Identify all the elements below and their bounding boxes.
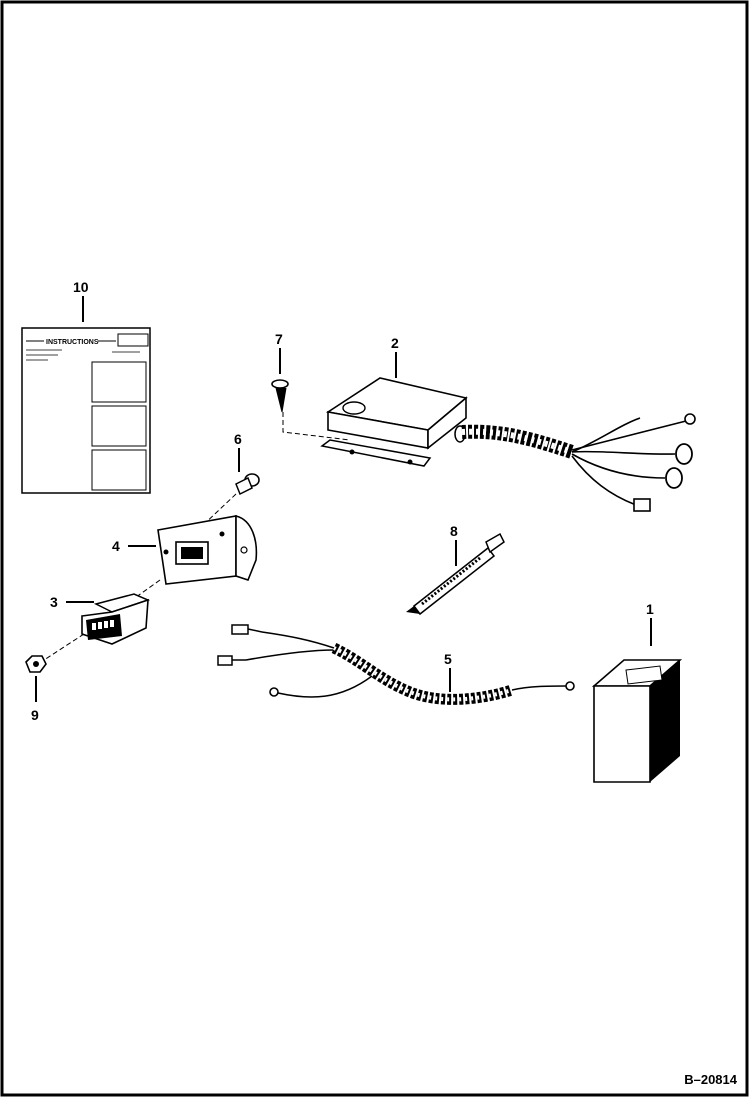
part-9-nut [25, 655, 47, 673]
part-6-bolt [235, 473, 260, 496]
part-2-control-box [320, 377, 696, 512]
callout-8: 8 [450, 523, 458, 539]
meter-hidden-line [43, 633, 85, 661]
callout-5: 5 [444, 651, 452, 667]
callout-6: 6 [234, 431, 242, 447]
figure-reference: B–20814 [684, 1072, 738, 1087]
callout-2: 2 [391, 335, 399, 351]
part-1-module [591, 659, 683, 783]
callout-3: 3 [50, 594, 58, 610]
callout-7: 7 [275, 331, 283, 347]
part-5-wire-harness [217, 624, 575, 705]
callout-4: 4 [112, 538, 120, 554]
part-10-instruction-sheet: INSTRUCTIONS [21, 327, 151, 494]
instructions-heading: INSTRUCTIONS [46, 339, 99, 346]
screw-hidden-line [282, 412, 351, 441]
part-3-hour-meter [81, 593, 151, 645]
callout-1: 1 [646, 601, 654, 617]
callout-10: 10 [73, 279, 89, 295]
part-7-screw [271, 379, 289, 413]
callout-9: 9 [31, 707, 39, 723]
part-4-bracket [157, 514, 258, 585]
part-8-cable-tie [406, 532, 505, 616]
